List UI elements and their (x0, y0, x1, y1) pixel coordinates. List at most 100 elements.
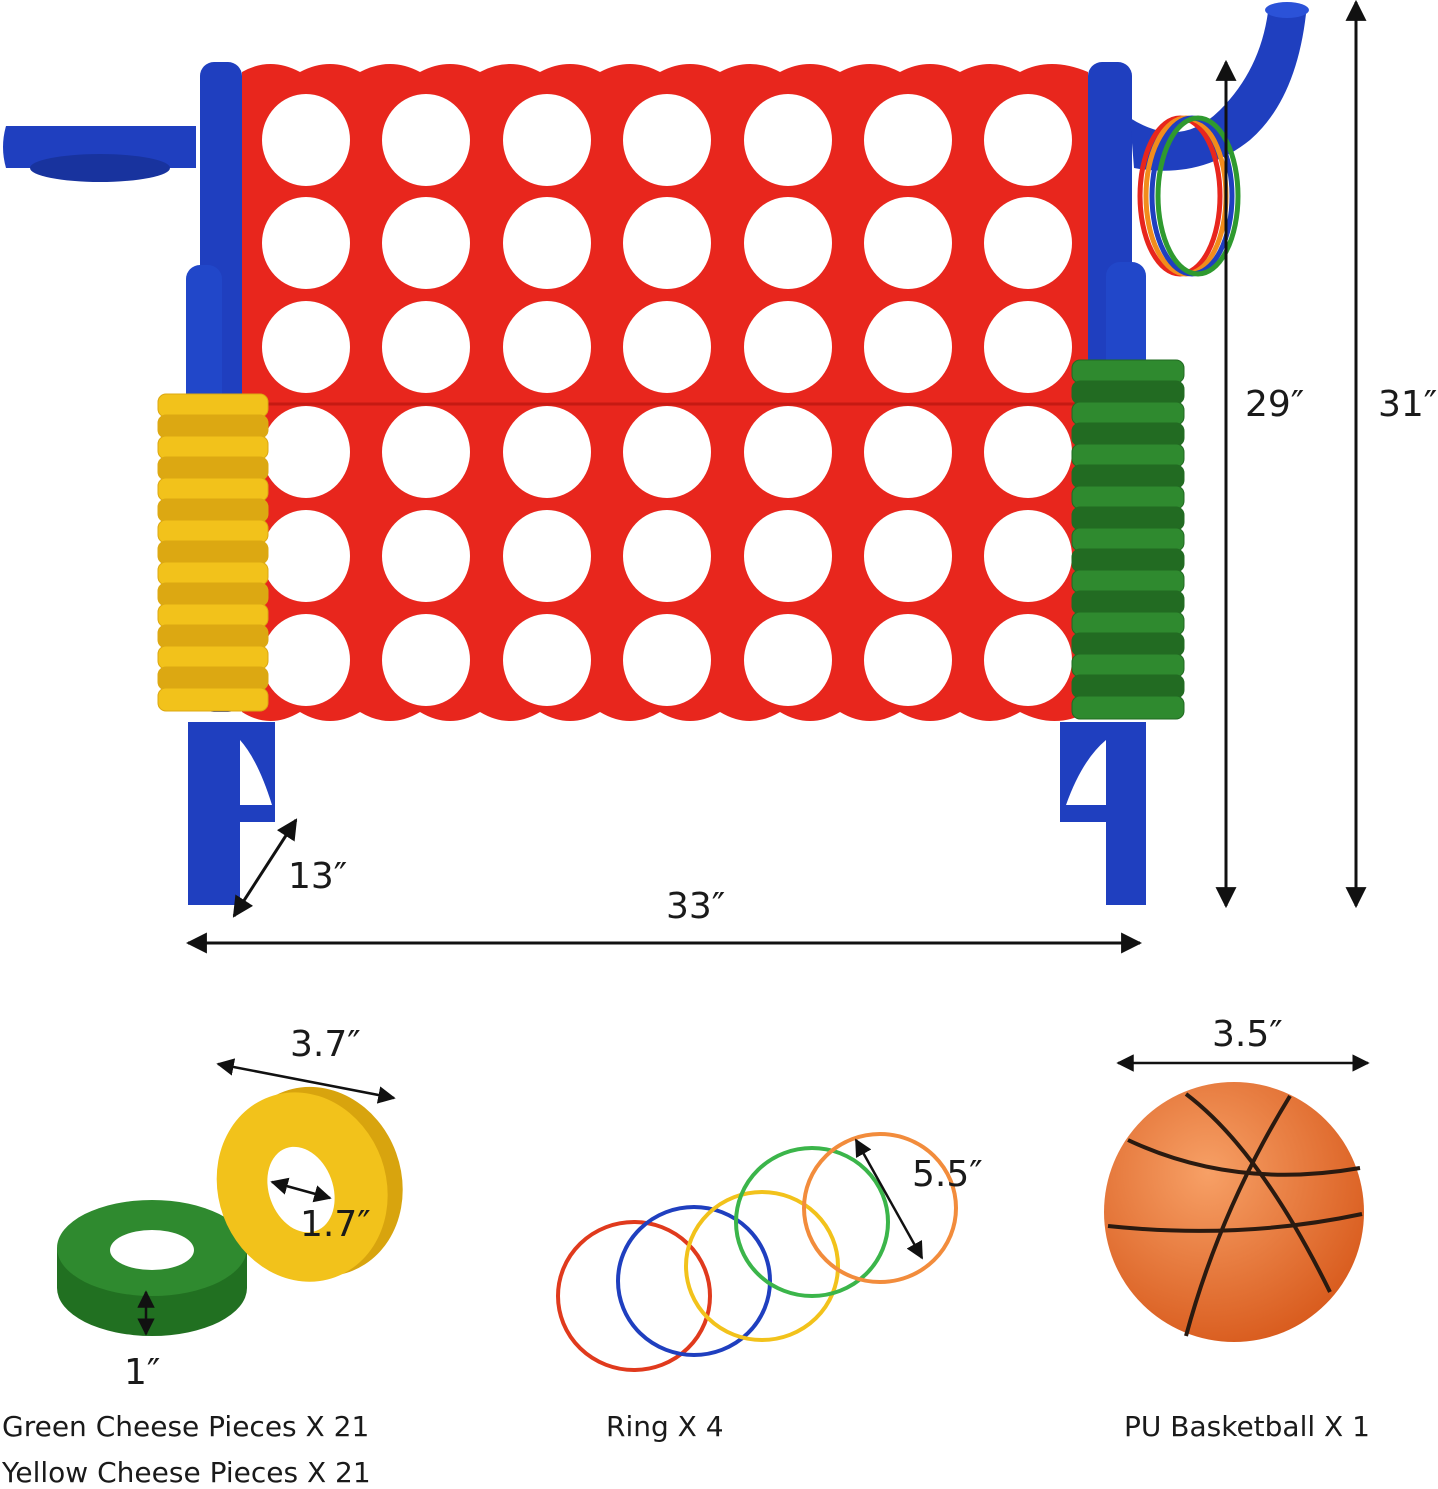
board-hole (503, 510, 591, 602)
green-piece-stack (1071, 359, 1185, 720)
yellow-pieces-caption: Yellow Cheese Pieces X 21 (2, 1456, 371, 1489)
board-hole (864, 614, 952, 706)
yellow-piece (157, 393, 269, 418)
yellow-piece-stack (157, 393, 269, 712)
game-board (242, 64, 1088, 721)
board-hole (262, 94, 350, 186)
yellow-piece (157, 540, 269, 565)
green-piece (1071, 548, 1185, 573)
yellow-piece (157, 498, 269, 523)
yellow-piece (157, 687, 269, 712)
yellow-piece (157, 624, 269, 649)
yellow-piece (157, 414, 269, 439)
board-height-label: 29″ (1245, 384, 1305, 425)
green-pieces-caption: Green Cheese Pieces X 21 (2, 1410, 370, 1443)
board-hole (503, 301, 591, 393)
green-piece (1071, 590, 1185, 615)
board-hole (984, 197, 1072, 289)
board-hole (984, 614, 1072, 706)
board-hole (623, 510, 711, 602)
board-hole (623, 406, 711, 498)
piece-hole-label: 1.7″ (300, 1204, 371, 1245)
board-hole (623, 614, 711, 706)
board-hole (262, 301, 350, 393)
board-hole (864, 510, 952, 602)
board-hole (984, 94, 1072, 186)
board-hole (744, 614, 832, 706)
board-hole (503, 406, 591, 498)
total-height-label: 31″ (1378, 384, 1438, 425)
piece-thickness-label: 1″ (124, 1352, 161, 1393)
yellow-piece (157, 603, 269, 628)
board-hole (382, 510, 470, 602)
depth-arrow (232, 818, 298, 918)
board-hole (864, 406, 952, 498)
board-hole (744, 406, 832, 498)
green-piece (1071, 443, 1185, 468)
green-piece (1071, 506, 1185, 531)
green-piece (1071, 359, 1185, 384)
rings-illustration (556, 1132, 958, 1372)
board-hole (382, 197, 470, 289)
ring-diameter-arrow (854, 1138, 924, 1260)
board-hole (744, 301, 832, 393)
board-hole (503, 197, 591, 289)
board-hole (503, 94, 591, 186)
green-piece (1071, 674, 1185, 699)
yellow-piece (157, 645, 269, 670)
yellow-piece (157, 582, 269, 607)
green-piece (1071, 380, 1185, 405)
green-piece (1071, 653, 1185, 678)
yellow-piece (157, 477, 269, 502)
board-hole (382, 94, 470, 186)
board-hole (262, 197, 350, 289)
board-hole (382, 614, 470, 706)
green-piece (1071, 695, 1185, 720)
yellow-piece (157, 666, 269, 691)
green-piece (1071, 632, 1185, 657)
dimension-arrows (185, 0, 1367, 954)
piece-diameter-arrow (216, 1058, 396, 1104)
cheese-pieces-illustration (57, 1086, 403, 1336)
board-hole (503, 614, 591, 706)
board-hole (382, 301, 470, 393)
green-piece (1071, 401, 1185, 426)
basketball-illustration (1104, 1082, 1364, 1342)
board-hole (744, 510, 832, 602)
board-holes (262, 94, 1072, 706)
green-piece (1071, 422, 1185, 447)
board-hole (984, 406, 1072, 498)
board-hole (623, 197, 711, 289)
board-hole (744, 94, 832, 186)
ring-diameter-label: 5.5″ (912, 1154, 983, 1195)
piece-hole-arrow (270, 1177, 332, 1203)
piece-diameter-label: 3.7″ (290, 1024, 361, 1065)
board-hole (262, 406, 350, 498)
board-hole (262, 614, 350, 706)
green-piece (1071, 611, 1185, 636)
green-piece (1071, 527, 1185, 552)
board-hole (382, 406, 470, 498)
board-hole (984, 510, 1072, 602)
yellow-piece (157, 456, 269, 481)
board-hole (744, 197, 832, 289)
board-hole (623, 94, 711, 186)
board-hole (262, 510, 350, 602)
ball-diameter-label: 3.5″ (1212, 1014, 1283, 1055)
yellow-piece (157, 561, 269, 586)
depth-label: 13″ (288, 856, 348, 897)
board-hole (864, 301, 952, 393)
board-hole (984, 301, 1072, 393)
yellow-piece (157, 519, 269, 544)
green-piece (1071, 464, 1185, 489)
green-piece (1071, 485, 1185, 510)
width-label: 33″ (666, 886, 726, 927)
green-piece (1071, 569, 1185, 594)
board-hole (864, 94, 952, 186)
board-hole (623, 301, 711, 393)
ring-caption: Ring X 4 (606, 1410, 724, 1443)
board-hole (864, 197, 952, 289)
basketball-caption: PU Basketball X 1 (1124, 1410, 1370, 1443)
yellow-piece (157, 435, 269, 460)
